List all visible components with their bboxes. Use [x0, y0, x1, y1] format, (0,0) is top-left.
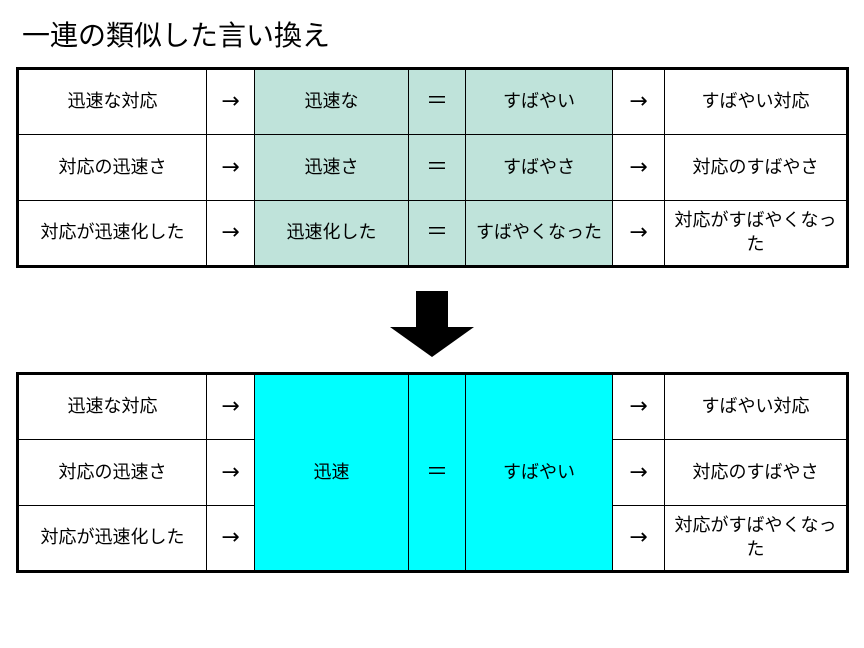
target-phrase: 迅速さ	[254, 134, 409, 201]
target-phrase: 迅速化した	[254, 200, 409, 267]
paraphrase-phrase: すばやい	[465, 68, 613, 135]
paraphrase-table-after: 迅速な対応 → 迅速 ＝ すばやい → すばやい対応 対応の迅速さ → → 対応…	[16, 372, 849, 573]
right-arrow: →	[206, 200, 255, 267]
table-row: 対応が迅速化した → 迅速化した ＝ すばやくなった → 対応がすばやくなった	[17, 200, 848, 267]
paraphrase-table-before: 迅速な対応 → 迅速な ＝ すばやい → すばやい対応 対応の迅速さ → 迅速さ…	[16, 67, 849, 268]
equals-sign: ＝	[408, 373, 466, 572]
right-arrow: →	[612, 68, 665, 135]
result-expression: すばやい対応	[664, 68, 848, 135]
right-arrow: →	[206, 373, 255, 440]
shared-phrase: 迅速	[254, 373, 409, 572]
paraphrase-phrase: すばやくなった	[465, 200, 613, 267]
source-expression: 対応の迅速さ	[17, 134, 207, 201]
equals-sign: ＝	[408, 68, 466, 135]
down-arrow-shape	[390, 291, 474, 357]
equals-sign: ＝	[408, 200, 466, 267]
source-expression: 対応が迅速化した	[17, 505, 207, 572]
right-arrow: →	[612, 505, 665, 572]
right-arrow: →	[612, 439, 665, 506]
result-expression: 対応のすばやさ	[664, 439, 848, 506]
right-arrow: →	[206, 134, 255, 201]
result-expression: 対応のすばやさ	[664, 134, 848, 201]
right-arrow: →	[612, 373, 665, 440]
source-expression: 迅速な対応	[17, 373, 207, 440]
source-expression: 迅速な対応	[17, 68, 207, 135]
result-expression: すばやい対応	[664, 373, 848, 440]
table-row: 迅速な対応 → 迅速 ＝ すばやい → すばやい対応	[17, 373, 848, 572]
source-expression: 対応の迅速さ	[17, 439, 207, 506]
equals-sign: ＝	[408, 134, 466, 201]
source-expression: 対応が迅速化した	[17, 200, 207, 267]
paraphrase-phrase: すばやさ	[465, 134, 613, 201]
page-title: 一連の類似した言い換え	[22, 19, 331, 52]
result-expression: 対応がすばやくなった	[664, 200, 848, 267]
result-expression: 対応がすばやくなった	[664, 505, 848, 572]
table-row: 迅速な対応 → 迅速な ＝ すばやい → すばやい対応	[17, 68, 848, 135]
target-phrase: 迅速な	[254, 68, 409, 135]
right-arrow: →	[612, 134, 665, 201]
down-arrow-icon	[390, 291, 474, 357]
right-arrow: →	[206, 68, 255, 135]
table-row: 対応の迅速さ → → 対応のすばやさ	[17, 439, 848, 506]
right-arrow: →	[612, 200, 665, 267]
right-arrow: →	[206, 505, 255, 572]
table-row: 対応が迅速化した → → 対応がすばやくなった	[17, 505, 848, 572]
shared-paraphrase: すばやい	[465, 373, 613, 572]
table-row: 対応の迅速さ → 迅速さ ＝ すばやさ → 対応のすばやさ	[17, 134, 848, 201]
right-arrow: →	[206, 439, 255, 506]
